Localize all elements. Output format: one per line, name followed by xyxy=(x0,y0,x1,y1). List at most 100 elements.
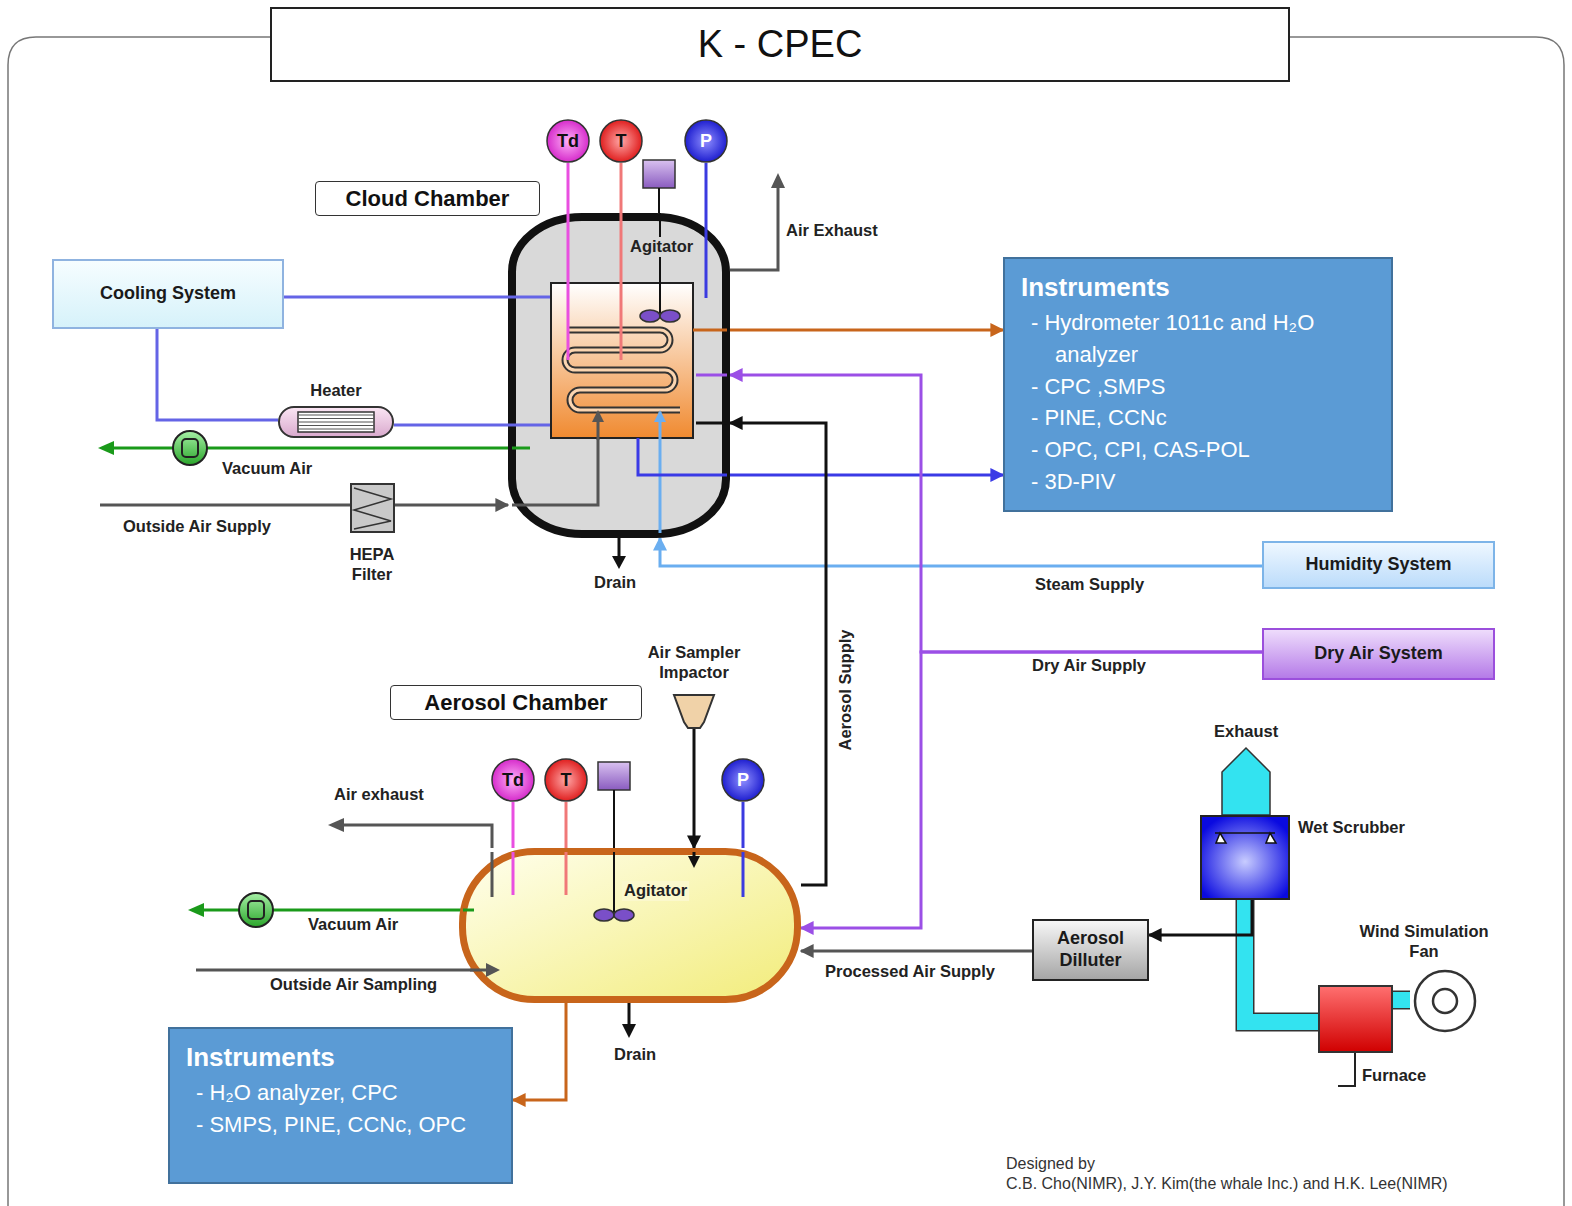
duct-connector xyxy=(1245,900,1318,1022)
instruments-panel: Instruments- H₂O analyzer, CPC- SMPS, PI… xyxy=(168,1027,513,1184)
inner-pipe xyxy=(508,424,551,427)
arrowhead xyxy=(622,1024,636,1038)
agitator-shaft xyxy=(659,213,661,316)
list-item: - SMPS, PINE, CCNc, OPC xyxy=(186,1109,466,1141)
agitator-blade xyxy=(640,310,660,322)
inner-pipe xyxy=(659,440,662,533)
furnace-leader xyxy=(1338,1053,1355,1086)
shape-outline xyxy=(278,406,394,438)
shape-outline xyxy=(674,693,714,728)
arrowhead xyxy=(98,441,114,455)
sensor-circle: Td xyxy=(546,119,590,163)
heater-symbol: Heater xyxy=(278,406,394,438)
pipe-connector xyxy=(1149,900,1252,935)
inner-pipe xyxy=(512,447,530,450)
arrowhead xyxy=(771,173,785,188)
furnace-body xyxy=(1319,986,1392,1052)
flow-label: Outside Air Sampling xyxy=(270,975,437,995)
hepa-filter-symbol: HEPA Filter xyxy=(350,483,395,533)
agitator-motor xyxy=(643,160,675,188)
agitator-motor xyxy=(598,762,630,790)
node-title: Aerosol Dilluter xyxy=(1034,928,1147,971)
arrowhead xyxy=(188,903,204,917)
sensor-circle: P xyxy=(684,119,728,163)
pipe-connector xyxy=(742,802,745,848)
inner-pipe xyxy=(620,213,623,360)
impactor-symbol: Air Sampler Impactor xyxy=(674,693,714,728)
inner-pipe xyxy=(512,852,515,895)
node-title: T xyxy=(616,132,627,150)
pipe-connector xyxy=(660,538,1262,566)
pipe-connector xyxy=(284,296,508,299)
arrowhead xyxy=(592,410,604,422)
credit-note: Designed by xyxy=(1006,1155,1095,1173)
node-title: Cooling System xyxy=(94,283,242,305)
vacuum-pump xyxy=(239,893,273,927)
node-title: Wind Simulation Fan xyxy=(1348,922,1500,962)
arrowhead xyxy=(486,963,500,977)
humidity-system-box: Humidity System xyxy=(1262,541,1495,589)
node-title: Furnace xyxy=(1362,1066,1426,1086)
pump-detail xyxy=(248,901,264,919)
list-item: - H₂O analyzer, CPC xyxy=(186,1077,398,1109)
title-box: K - CPEC xyxy=(270,7,1290,82)
vacuum-pump xyxy=(173,431,207,465)
filter-media xyxy=(354,488,391,529)
flow-label: Air exhaust xyxy=(334,785,424,805)
pipe-connector xyxy=(801,652,1262,928)
sensor-circle xyxy=(545,759,587,801)
inner-pipe xyxy=(470,969,488,972)
cooling-system-box: Cooling System xyxy=(52,259,284,329)
inner-pipe xyxy=(463,909,474,912)
pipe-connector xyxy=(565,802,568,848)
flow-label: Vacuum Air xyxy=(222,459,312,479)
node-title: T xyxy=(561,771,572,789)
node-title: P xyxy=(700,132,712,150)
node-title: Aerosol Chamber xyxy=(390,685,642,720)
pipe-connector xyxy=(705,163,708,213)
pipe-connector xyxy=(693,728,696,848)
inner-pipe xyxy=(696,422,727,425)
pipe-connector xyxy=(620,163,623,213)
inner-pipe xyxy=(565,852,568,895)
vessel-outline xyxy=(512,217,726,534)
filter-body xyxy=(351,484,394,532)
shape-outline xyxy=(1318,985,1393,1053)
flow-label: Vacuum Air xyxy=(308,915,398,935)
furnace-symbol: Furnace xyxy=(1318,985,1393,1053)
shape-outline xyxy=(350,483,395,533)
node-title: P xyxy=(737,771,749,789)
agitator-blade xyxy=(660,310,680,322)
list-item: - PINE, CCNc xyxy=(1021,402,1167,434)
node-title: Td xyxy=(557,132,579,150)
pipe-connector xyxy=(395,504,508,507)
node-title: Instruments xyxy=(186,1041,335,1075)
flow-label: Aerosol Supply xyxy=(836,627,856,752)
shape-outline xyxy=(459,848,801,1003)
inner-pipe xyxy=(508,296,551,299)
cloud-chamber-vessel: Cloud Chamber xyxy=(508,213,730,538)
agitator-shaft xyxy=(613,852,615,915)
heater-element xyxy=(298,425,374,426)
list-item: - OPC, CPI, CAS-POL xyxy=(1021,434,1250,466)
pipe-connector xyxy=(730,329,1003,332)
sensor-circle: Td xyxy=(491,758,535,802)
flow-label: Steam Supply xyxy=(1033,575,1146,595)
node-title: Wet Scrubber xyxy=(1298,818,1405,838)
pipe-connector xyxy=(512,802,515,848)
heater-body xyxy=(279,407,393,437)
credit-note: C.B. Cho(NIMR), J.Y. Kim(the whale Inc.)… xyxy=(1006,1175,1448,1193)
list-item: - Hydrometer 1011c and H₂O analyzer xyxy=(1021,307,1375,371)
sensor-circle xyxy=(600,120,642,162)
node-title: Dry Air System xyxy=(1308,643,1448,665)
inner-pipe xyxy=(696,374,727,377)
flow-label: Processed Air Supply xyxy=(823,962,997,982)
outside-air-sampling-line xyxy=(196,969,475,972)
shape-outline xyxy=(1200,815,1290,900)
pipe-connector xyxy=(157,329,278,420)
dry-air-system-box: Dry Air System xyxy=(1262,628,1495,680)
heater-element xyxy=(298,422,374,423)
sensor-circle xyxy=(547,120,589,162)
list-item: - CPC ,SMPS xyxy=(1021,371,1165,403)
agitator-shaft xyxy=(658,188,660,213)
